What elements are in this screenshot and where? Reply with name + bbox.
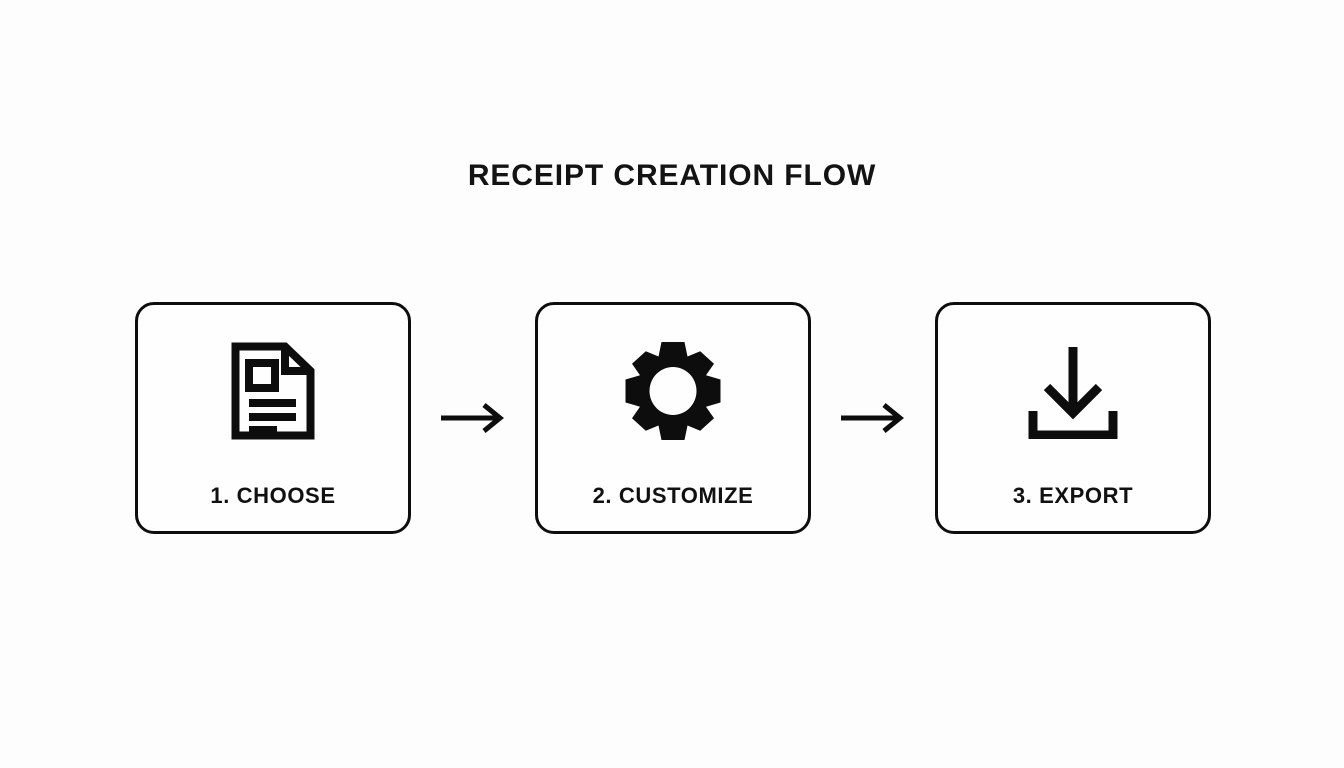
step-icon-slot [1027, 343, 1119, 443]
connector-1 [439, 398, 507, 438]
flow-steps-row: 1. CHOOSE 2. CUSTOMIZE [135, 301, 1211, 535]
step-icon-slot [621, 341, 725, 446]
download-icon [1027, 343, 1119, 444]
step-card-customize[interactable]: 2. CUSTOMIZE [535, 302, 811, 534]
step-label-customize: 2. CUSTOMIZE [592, 483, 754, 508]
connector-2 [839, 398, 907, 438]
document-icon [230, 341, 316, 446]
page-title: RECEIPT CREATION FLOW [467, 159, 877, 192]
arrow-right-icon [439, 401, 507, 435]
step-label-choose: 1. CHOOSE [210, 483, 336, 508]
step-icon-slot [230, 341, 316, 446]
step-card-choose[interactable]: 1. CHOOSE [135, 302, 411, 534]
step-card-export[interactable]: 3. EXPORT [935, 302, 1211, 534]
arrow-right-icon [839, 401, 907, 435]
gear-icon [621, 341, 725, 446]
step-label-export: 3. EXPORT [1012, 483, 1134, 508]
